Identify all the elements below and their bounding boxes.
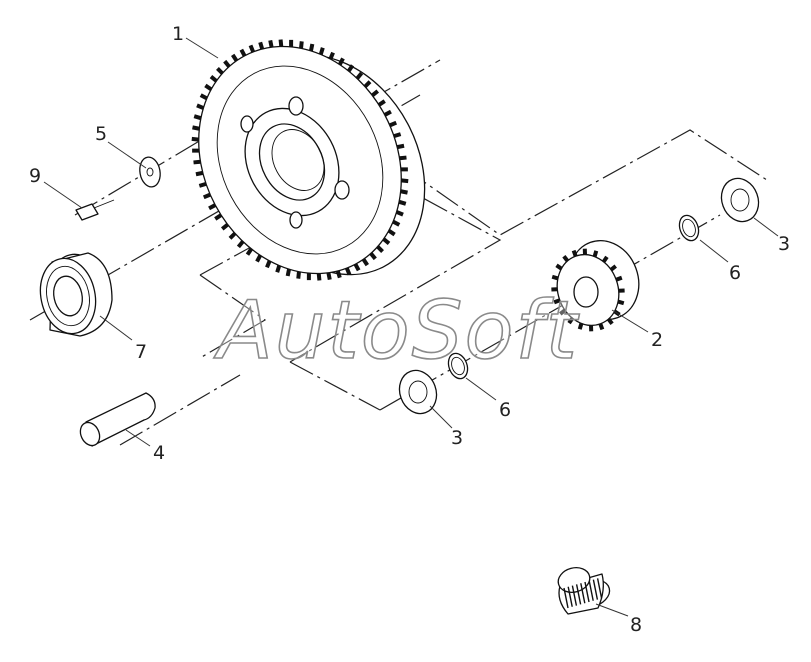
callout-9: 9	[29, 165, 41, 187]
small-washer	[138, 155, 163, 188]
watermark: AutoSoft	[213, 284, 580, 377]
callout-3-lower: 3	[451, 427, 463, 449]
gear-tooth	[595, 251, 597, 257]
callout-8: 8	[630, 614, 642, 636]
bearing	[34, 249, 114, 339]
leader-9	[44, 182, 82, 208]
gear-tooth	[225, 61, 229, 66]
gear-tooth	[192, 127, 199, 128]
gear-tooth	[222, 225, 227, 229]
dowel-pin	[77, 393, 155, 449]
gear-tooth	[194, 116, 201, 118]
gear-tooth	[267, 261, 270, 267]
gear-tooth	[205, 85, 211, 89]
gear-tooth	[204, 195, 210, 198]
washer-outer	[716, 173, 765, 227]
callout-2: 2	[651, 329, 663, 351]
gear-tooth	[199, 184, 206, 186]
gear-tooth	[330, 53, 333, 59]
gear-tooth	[397, 146, 404, 147]
gear-tooth	[604, 257, 607, 262]
gear-tooth	[230, 233, 235, 238]
callout-7: 7	[135, 341, 147, 363]
gear-tooth	[211, 77, 216, 81]
gear-tooth	[201, 95, 207, 98]
gear-hole	[241, 116, 253, 132]
leader-6a	[700, 240, 728, 262]
gear-tooth	[347, 268, 350, 274]
callout-6-lower: 6	[499, 399, 511, 421]
callout-5: 5	[95, 123, 107, 145]
gear-tooth	[196, 173, 203, 174]
gear-tooth	[247, 249, 251, 255]
leader-6b	[466, 378, 496, 400]
gear-tooth	[217, 68, 222, 73]
gear-tooth	[399, 202, 406, 204]
gear-tooth	[552, 277, 558, 279]
gear-tooth	[564, 256, 568, 261]
gear-tooth	[401, 180, 408, 181]
gear-tooth	[397, 212, 403, 215]
gear-tooth	[192, 139, 199, 140]
gear-tooth	[600, 324, 602, 330]
gear-tooth	[194, 162, 201, 163]
large-gear	[160, 11, 462, 310]
needle-roller-cage	[555, 564, 612, 614]
leader-5	[108, 142, 146, 168]
ring-outer	[676, 213, 702, 244]
thrust-washer-upper	[716, 173, 765, 227]
gear-tooth	[238, 242, 242, 247]
gear-tooth	[197, 105, 203, 108]
gear-tooth	[618, 302, 624, 304]
callout-1: 1	[172, 23, 184, 45]
callout-6-upper: 6	[729, 262, 741, 284]
callout-4: 4	[153, 442, 165, 464]
gear-tooth	[241, 50, 244, 56]
gear-tooth	[209, 205, 215, 208]
gear-tooth	[260, 42, 262, 49]
washer-outer	[138, 155, 163, 188]
gear-tooth	[574, 251, 576, 257]
gear-tooth	[400, 158, 407, 159]
leader-4	[126, 430, 150, 446]
leader-3a	[754, 218, 778, 236]
leader-2	[612, 310, 648, 332]
gear-tooth	[390, 123, 396, 126]
gear-tooth	[257, 255, 260, 261]
gear-tooth	[616, 278, 622, 280]
gear-tooth	[338, 271, 340, 278]
callout-3-upper: 3	[778, 233, 790, 255]
gear-tooth	[401, 191, 408, 192]
gear-tooth	[281, 40, 282, 47]
gear-tooth	[319, 274, 320, 281]
gear-tooth	[270, 40, 271, 47]
bolt-shank	[94, 200, 114, 208]
snap-ring-upper	[676, 213, 702, 244]
gear-tooth	[301, 41, 302, 48]
leader-8	[596, 604, 628, 616]
gear-tooth	[233, 55, 237, 61]
gear-tooth	[251, 45, 254, 51]
gear-tooth	[556, 265, 561, 268]
gear-tooth	[298, 272, 299, 279]
gear-tooth	[580, 323, 582, 329]
gear-tooth	[311, 44, 312, 51]
gear-tooth	[321, 48, 323, 55]
leader-1	[186, 38, 218, 58]
gear-tooth	[328, 273, 329, 280]
gear-tooth	[277, 266, 279, 273]
gear-hole	[290, 212, 302, 228]
leader-7	[100, 316, 132, 340]
gear-hole	[335, 181, 349, 199]
gear-tooth	[394, 134, 401, 136]
gear-tooth	[215, 215, 221, 219]
gear-hole	[289, 97, 303, 115]
gear-tooth	[288, 269, 289, 276]
leader-3b	[430, 406, 452, 428]
